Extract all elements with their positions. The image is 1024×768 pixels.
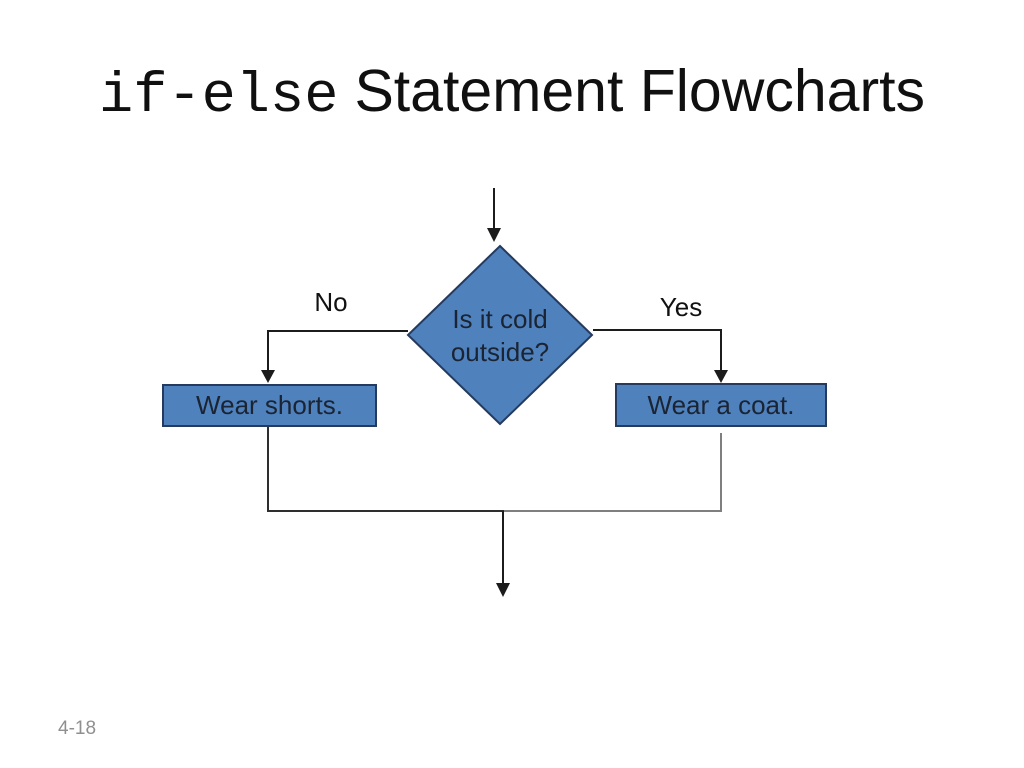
no-branch-label: No (314, 287, 348, 317)
yes-branch-connector (593, 329, 722, 372)
page-number: 4-18 (58, 718, 97, 739)
merge-connector-right (503, 433, 722, 512)
yes-branch-arrowhead-icon (714, 370, 728, 383)
action-box-wear-coat: Wear a coat. (615, 383, 827, 427)
yes-branch-label: Yes (659, 292, 703, 322)
decision-label: Is it cold outside? (450, 304, 550, 367)
merge-connector-left (267, 427, 504, 512)
title-text-segment: Statement Flowcharts (354, 58, 925, 124)
decision-diamond (406, 244, 594, 426)
title-code-segment: if-else (98, 65, 339, 129)
no-branch-arrowhead-icon (261, 370, 275, 383)
flow-end-arrowhead-icon (496, 583, 510, 597)
flow-start-arrowhead-icon (487, 228, 501, 242)
action-box-wear-shorts: Wear shorts. (162, 384, 377, 427)
no-branch-connector (267, 330, 408, 372)
